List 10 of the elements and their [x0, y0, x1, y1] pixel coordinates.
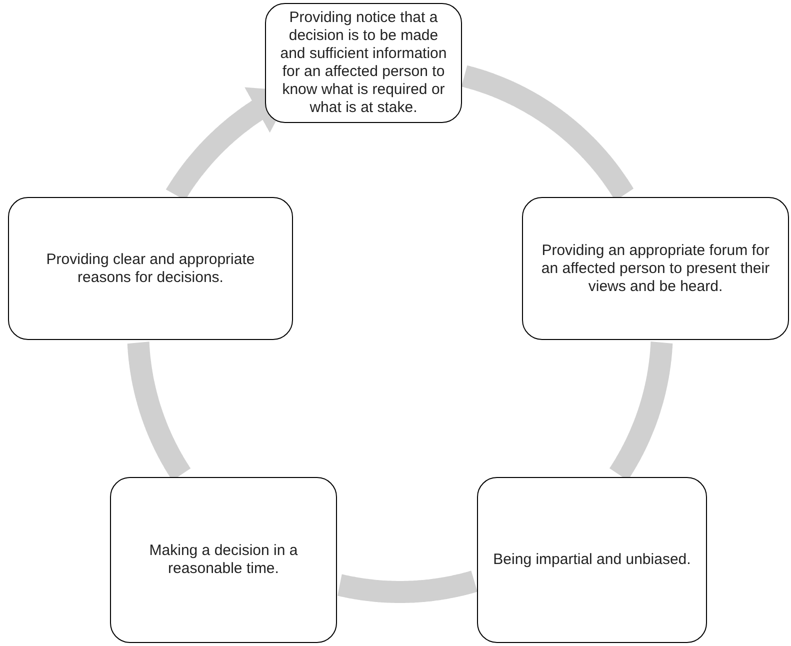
rounded-box [8, 197, 293, 340]
rounded-box [110, 477, 337, 643]
rounded-box [477, 477, 707, 643]
box-text: Providing an appropriate forum for an affected person to present their views and be heard. [540, 242, 771, 296]
box-text: Providing notice that a decision is to be made and sufficient information for an affected person to know what is required or what is at stake. [280, 9, 447, 117]
box-text: Providing clear and appropriate reasons for decisions. [45, 250, 256, 286]
box-text: Being impartial and unbiased. [493, 551, 691, 569]
box-text: Making a decision in a reasonable time. [148, 542, 299, 578]
rounded-box [522, 197, 789, 340]
rounded-box [265, 3, 462, 123]
